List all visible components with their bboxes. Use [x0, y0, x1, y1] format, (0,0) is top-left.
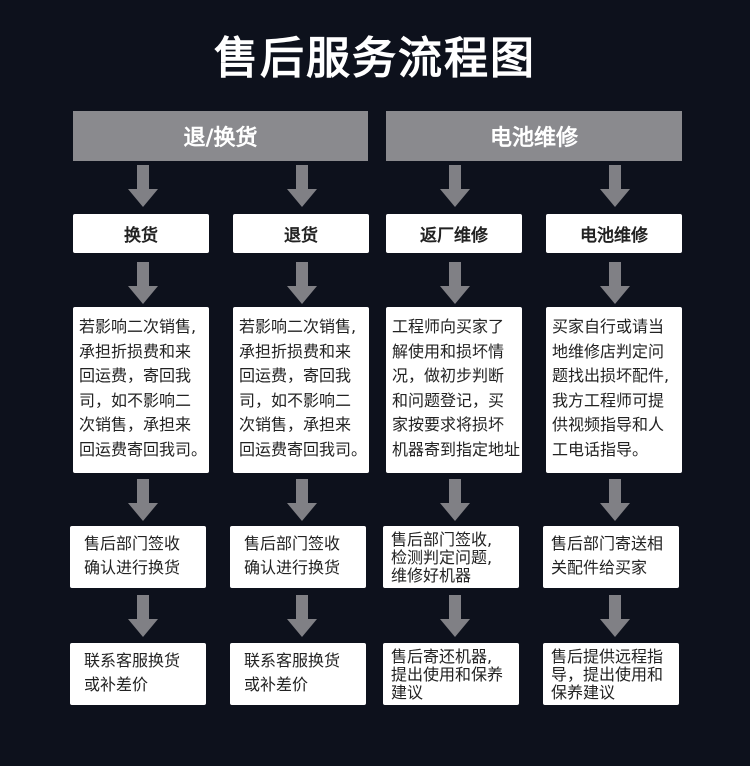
arrow-down-icon	[128, 165, 158, 207]
arrow-down-icon	[600, 165, 630, 207]
arrow-down-icon	[287, 262, 317, 304]
header-battery-repair: 电池维修	[386, 111, 682, 161]
type-box-factory-repair: 返厂维修	[386, 214, 522, 253]
description-box: 买家自行或请当 地维修店判定问 题找出损坏配件, 我方工程师可提 供视频指导和人…	[546, 307, 682, 473]
description-box: 工程师向买家了 解使用和损坏情 况，做初步判断 和问题登记，买 家按要求将损坏 …	[386, 307, 522, 473]
step-box-receive: 售后部门签收 确认进行换货	[230, 526, 366, 588]
arrow-down-icon	[287, 595, 317, 637]
description-box: 若影响二次销售, 承担折损费和来 回运费，寄回我 司，如不影响二 次销售，承担来…	[233, 307, 369, 473]
step-box-final: 售后寄还机器, 提出使用和保养 建议	[383, 643, 519, 705]
type-box-exchange: 换货	[73, 214, 209, 253]
arrow-down-icon	[440, 165, 470, 207]
arrow-down-icon	[128, 262, 158, 304]
arrow-down-icon	[440, 595, 470, 637]
arrow-down-icon	[128, 479, 158, 521]
page-title: 售后服务流程图	[214, 33, 536, 84]
header-return-exchange: 退/换货	[73, 111, 368, 161]
step-box-final: 联系客服换货 或补差价	[70, 643, 206, 705]
arrow-down-icon	[287, 479, 317, 521]
arrow-down-icon	[287, 165, 317, 207]
step-box-receive: 售后部门签收, 检测判定问题, 维修好机器	[383, 526, 519, 588]
arrow-down-icon	[600, 595, 630, 637]
arrow-down-icon	[600, 262, 630, 304]
step-box-send-parts: 售后部门寄送相 关配件给买家	[543, 526, 679, 588]
description-box: 若影响二次销售, 承担折损费和来 回运费，寄回我 司，如不影响二 次销售，承担来…	[73, 307, 209, 473]
step-box-final: 联系客服换货 或补差价	[230, 643, 366, 705]
arrow-down-icon	[440, 262, 470, 304]
type-box-return: 退货	[233, 214, 369, 253]
arrow-down-icon	[128, 595, 158, 637]
type-box-battery-repair: 电池维修	[546, 214, 682, 253]
arrow-down-icon	[600, 479, 630, 521]
arrow-down-icon	[440, 479, 470, 521]
step-box-receive: 售后部门签收 确认进行换货	[70, 526, 206, 588]
step-box-final: 售后提供远程指 导，提出使用和 保养建议	[543, 643, 679, 705]
